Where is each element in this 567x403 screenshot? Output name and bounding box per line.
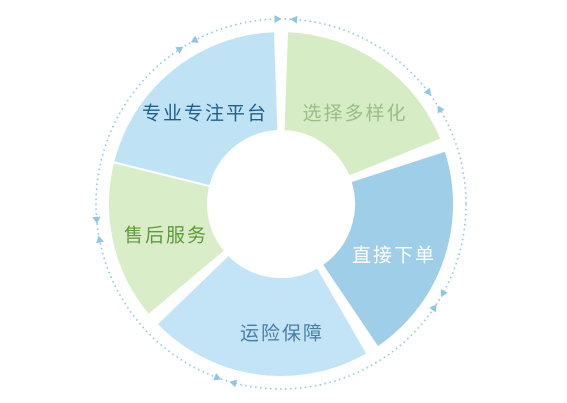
segment-shipping-insurance xyxy=(155,253,369,378)
segment-direct-order xyxy=(320,149,455,349)
label-shipping-insurance: 运险保障 xyxy=(240,323,324,345)
ring-arrow-icon xyxy=(274,15,282,24)
label-after-sales: 售后服务 xyxy=(124,225,208,247)
segments-group xyxy=(107,30,455,378)
segment-after-sales xyxy=(107,160,227,317)
segment-labels: 专业专注平台 选择多样化 直接下单 运险保障 售后服务 xyxy=(124,103,436,345)
ring-arrow-icon xyxy=(440,289,448,298)
ring-arrows xyxy=(92,15,448,388)
ring-arrow-icon xyxy=(429,304,437,313)
ring-arrow-icon xyxy=(92,216,101,224)
ring-arrow-icon xyxy=(423,87,432,96)
segment-diverse-choice xyxy=(282,30,443,178)
ring-arrow-icon xyxy=(96,235,104,244)
ring-arrow-icon xyxy=(213,372,222,381)
ring-arrow-icon xyxy=(175,46,184,54)
label-professional-platform: 专业专注平台 xyxy=(142,103,268,125)
center-hole xyxy=(209,132,353,276)
ring-arrow-icon xyxy=(290,15,298,24)
label-direct-order: 直接下单 xyxy=(352,245,436,267)
ring-arrow-icon xyxy=(229,379,238,388)
ring-arrow-icon xyxy=(190,35,199,43)
label-diverse-choice: 选择多样化 xyxy=(302,103,407,125)
ring-arrow-icon xyxy=(437,105,445,114)
segment-professional-platform xyxy=(111,30,280,188)
